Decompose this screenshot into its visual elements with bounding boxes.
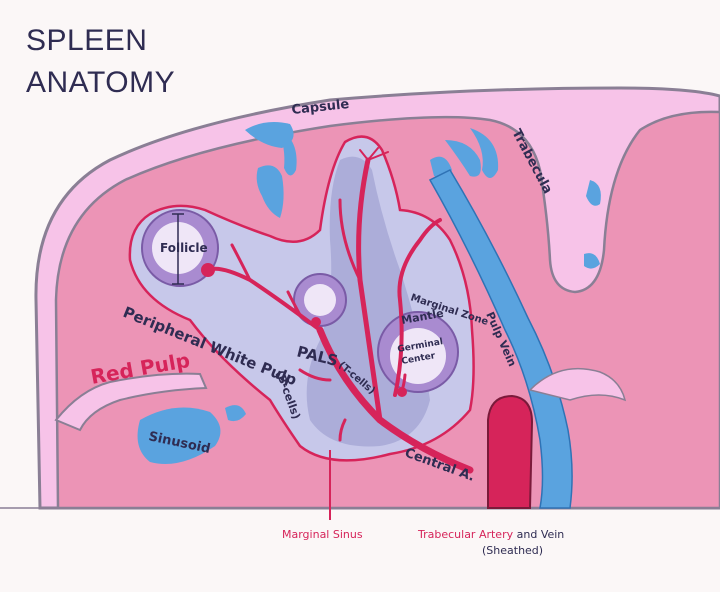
- and-vein-label: and Vein: [513, 528, 564, 541]
- trabecular-artery-label: Trabecular Artery: [417, 528, 514, 541]
- trabecula-right: [528, 367, 627, 402]
- trabecular-artery: [487, 394, 534, 509]
- artery-terminals: [201, 263, 407, 397]
- sheathed-label: (Sheathed): [482, 544, 543, 557]
- trabecular-artery-caption: Trabecular Artery and Vein: [417, 528, 564, 541]
- lower-trabecula: [54, 372, 208, 432]
- capsule-label: Capsule: [291, 97, 350, 118]
- title-line-2: ANATOMY: [26, 66, 175, 99]
- follicle-label: Follicle: [160, 241, 208, 255]
- title-line-1: SPLEEN: [26, 24, 147, 57]
- pulp-vein: [428, 169, 573, 509]
- follicle: [141, 209, 219, 287]
- follicle-middle: [293, 273, 347, 327]
- marginal-sinus-label: Marginal Sinus: [282, 528, 363, 541]
- central-artery-branches: [206, 147, 474, 474]
